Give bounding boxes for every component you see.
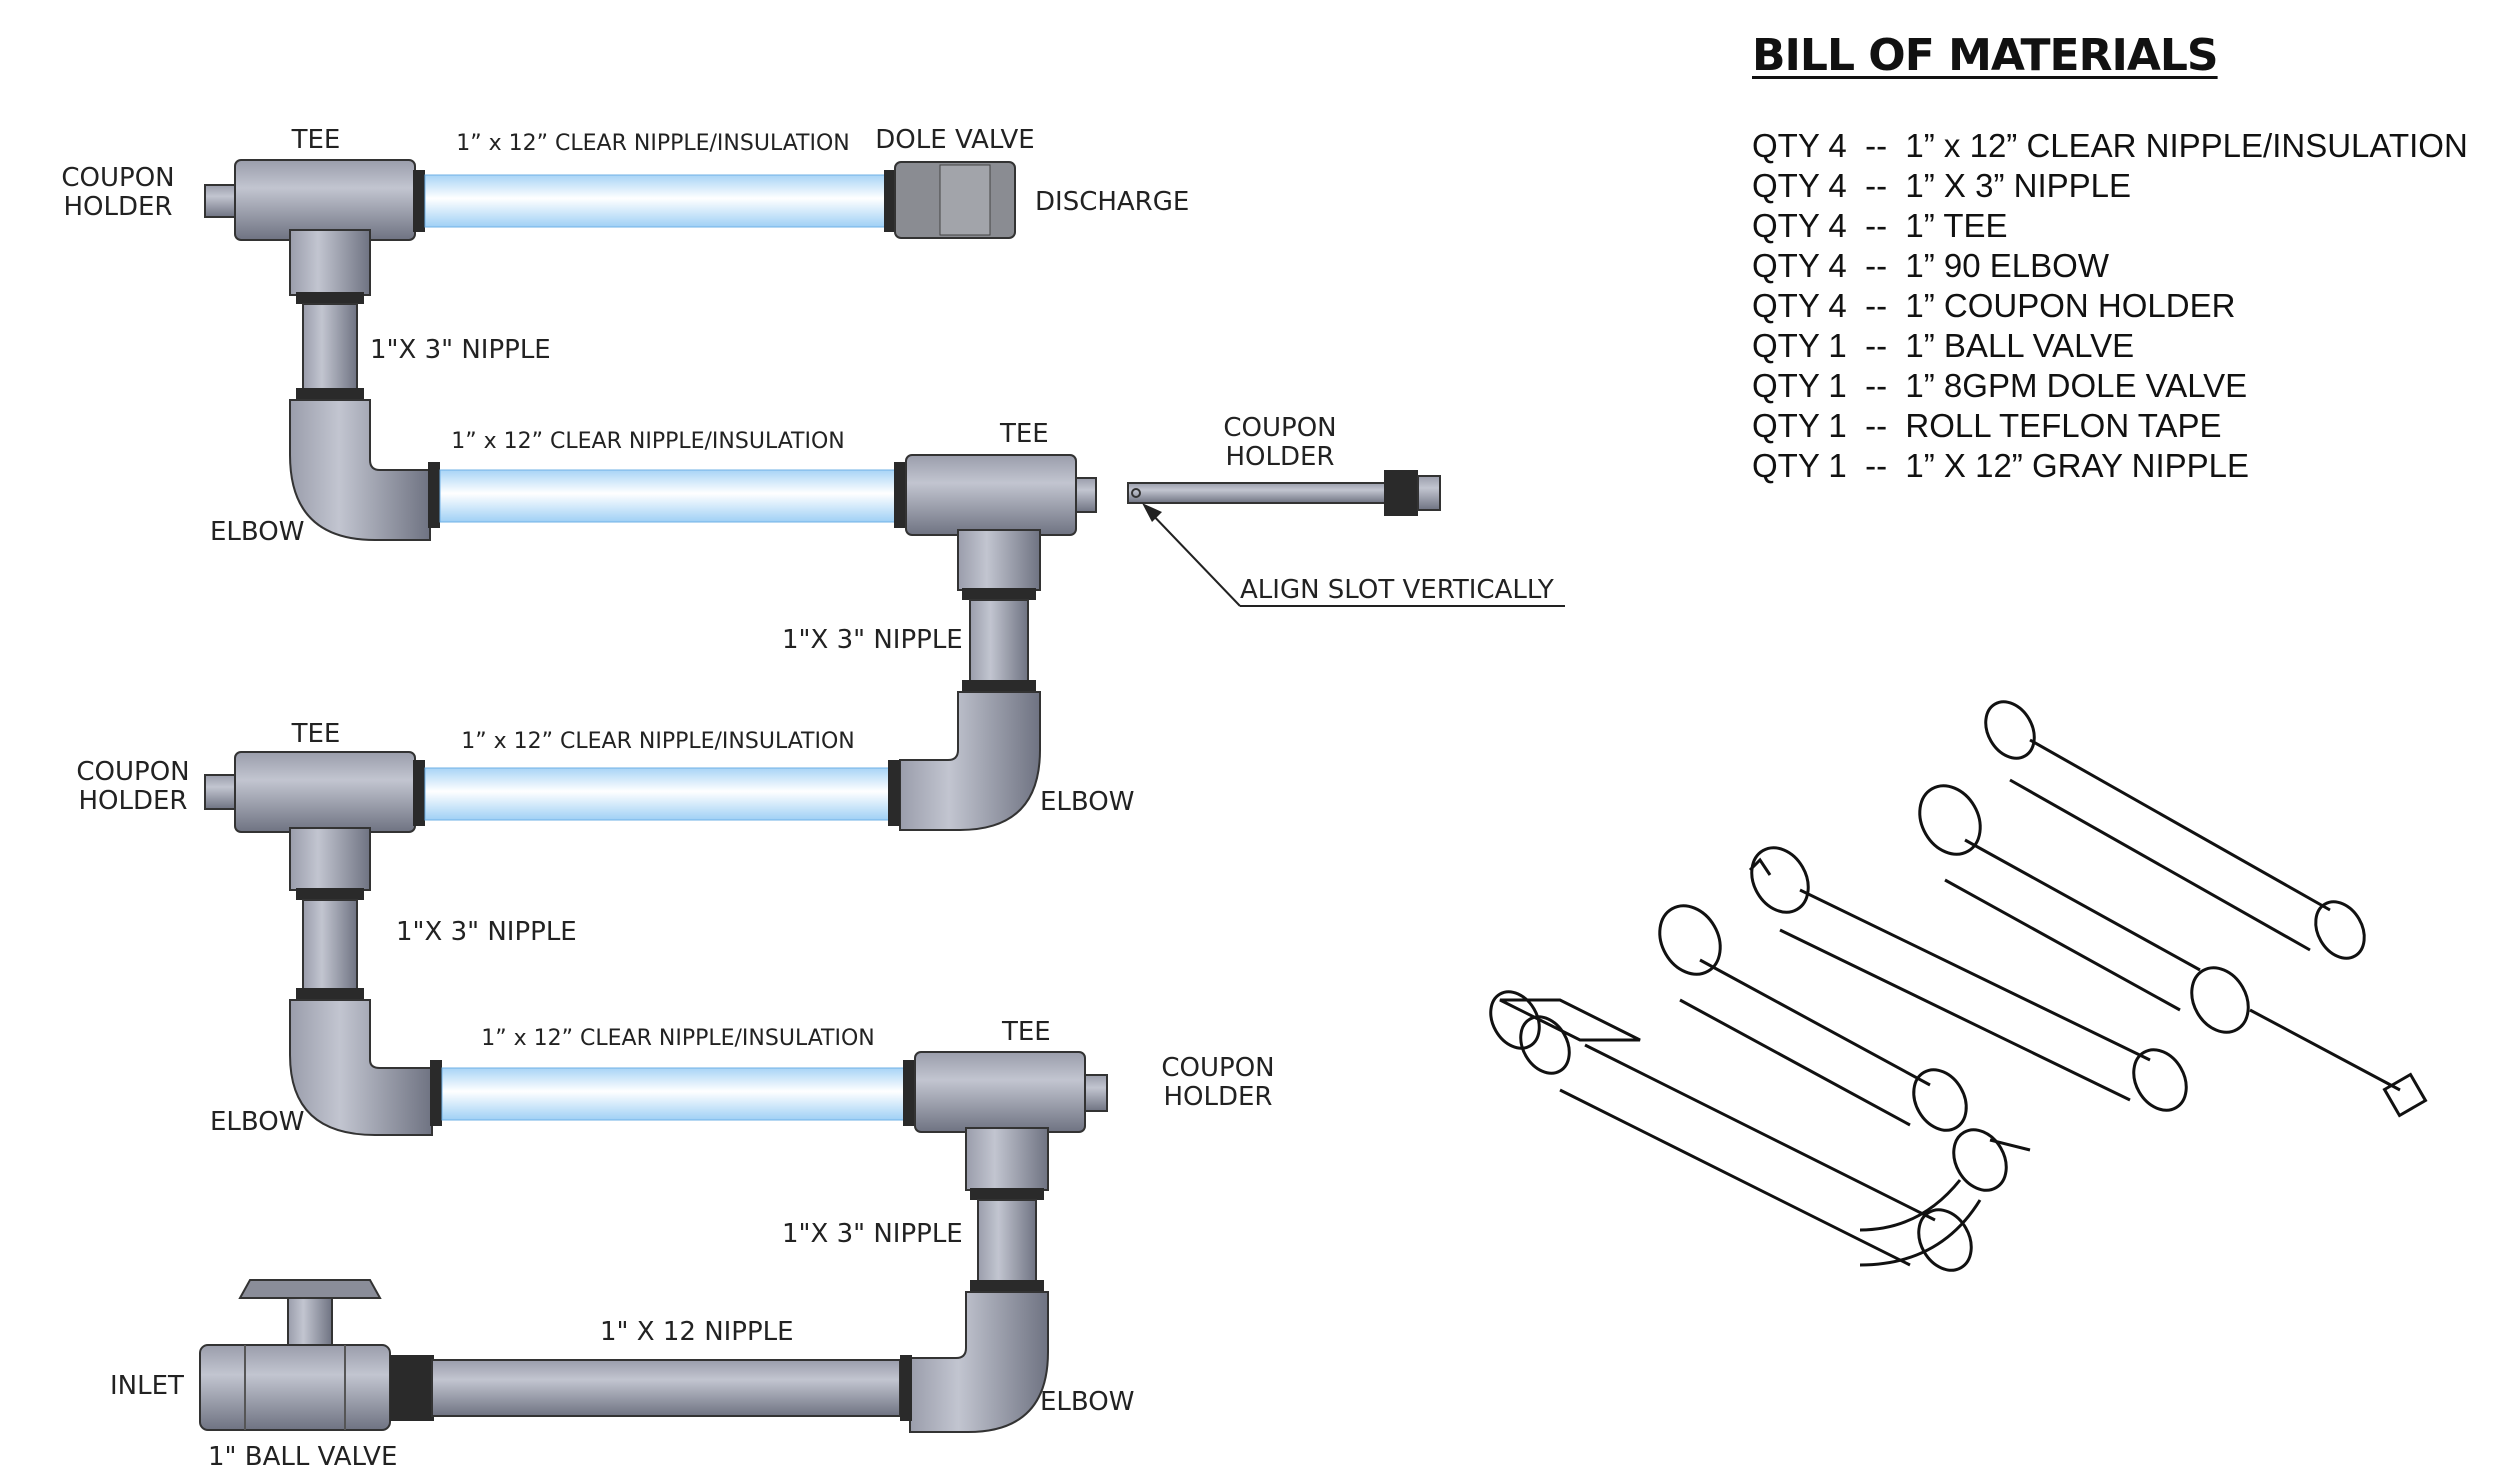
row-3-assembly bbox=[204, 751, 900, 1136]
label-clear-nipple: 1” x 12” CLEAR NIPPLE/INSULATION bbox=[481, 1026, 875, 1051]
elbow-fitting bbox=[899, 691, 1041, 831]
bom-item: QTY 4 -- 1” x 12” CLEAR NIPPLE/INSULATIO… bbox=[1752, 127, 2468, 164]
label-short-nipple: 1"X 3" NIPPLE bbox=[370, 335, 551, 365]
row-2-assembly bbox=[428, 454, 1097, 831]
coupon-holder-stub bbox=[204, 184, 236, 218]
bom-title: BILL OF MATERIALS bbox=[1752, 30, 2219, 81]
gray-nipple bbox=[431, 1359, 901, 1417]
tee-fitting bbox=[234, 159, 416, 241]
label-coupon-holder-line2: HOLDER bbox=[1163, 1082, 1272, 1112]
coupon-holder-stub bbox=[204, 774, 236, 810]
label-ball-valve: 1" BALL VALVE bbox=[208, 1442, 397, 1472]
teflon-tape bbox=[1384, 470, 1418, 516]
short-nipple bbox=[977, 1199, 1037, 1283]
label-gray-nipple: 1" X 12 NIPPLE bbox=[600, 1317, 794, 1347]
label-coupon-holder-line2: HOLDER bbox=[1225, 442, 1334, 472]
teflon-tape bbox=[962, 588, 1036, 600]
teflon-tape bbox=[413, 170, 425, 232]
teflon-tape bbox=[390, 1355, 434, 1421]
bom-item: QTY 1 -- 1” X 12” GRAY NIPPLE bbox=[1752, 447, 2249, 484]
label-coupon-holder-line1: COUPON bbox=[1161, 1053, 1274, 1083]
label-coupon-holder-line2: HOLDER bbox=[63, 192, 172, 222]
isometric-view bbox=[1489, 700, 2428, 1272]
short-nipple bbox=[969, 599, 1029, 683]
inlet-row-assembly bbox=[199, 1279, 912, 1431]
iso-middle-assembly bbox=[1658, 846, 2188, 1132]
bom-item: QTY 4 -- 1” TEE bbox=[1752, 207, 2008, 244]
tee-branch bbox=[957, 529, 1041, 591]
bom-item: QTY 1 -- 1” BALL VALVE bbox=[1752, 327, 2135, 364]
teflon-tape bbox=[296, 292, 364, 304]
bom-item: QTY 1 -- ROLL TEFLON TAPE bbox=[1752, 407, 2222, 444]
tee-fitting bbox=[914, 1051, 1086, 1133]
teflon-tape bbox=[413, 760, 425, 826]
label-clear-nipple: 1” x 12” CLEAR NIPPLE/INSULATION bbox=[456, 131, 850, 156]
tee-fitting bbox=[905, 454, 1077, 536]
label-coupon-holder-line1: COUPON bbox=[61, 163, 174, 193]
clear-nipple bbox=[424, 174, 886, 228]
elbow-fitting bbox=[289, 399, 431, 541]
tee-branch bbox=[965, 1127, 1049, 1191]
bom-item: QTY 1 -- 1” 8GPM DOLE VALVE bbox=[1752, 367, 2248, 404]
teflon-tape bbox=[430, 1060, 442, 1126]
label-short-nipple: 1"X 3" NIPPLE bbox=[782, 625, 963, 655]
bom-item: QTY 4 -- 1” X 3” NIPPLE bbox=[1752, 167, 2132, 204]
teflon-tape bbox=[296, 888, 364, 900]
coupon-holder-stub bbox=[1084, 1074, 1108, 1112]
elbow-fitting bbox=[289, 999, 433, 1136]
diagram-labels: TEE COUPON HOLDER 1” x 12” CLEAR NIPPLE/… bbox=[61, 125, 1553, 1472]
label-elbow: ELBOW bbox=[1040, 1387, 1134, 1417]
clear-nipple bbox=[439, 469, 896, 523]
label-short-nipple: 1"X 3" NIPPLE bbox=[782, 1219, 963, 1249]
teflon-tape bbox=[962, 680, 1036, 692]
bom-item: QTY 4 -- 1” 90 ELBOW bbox=[1752, 247, 2109, 284]
label-coupon-holder-line2: HOLDER bbox=[78, 786, 187, 816]
teflon-tape bbox=[888, 760, 900, 826]
clear-nipple bbox=[424, 767, 891, 821]
teflon-tape bbox=[296, 988, 364, 1000]
row-1-assembly bbox=[204, 159, 1016, 541]
label-inlet: INLET bbox=[110, 1371, 184, 1401]
elbow-fitting bbox=[909, 1291, 1049, 1433]
ball-valve bbox=[199, 1344, 391, 1431]
label-discharge: DISCHARGE bbox=[1035, 187, 1189, 217]
label-tee: TEE bbox=[999, 419, 1049, 449]
row-4-assembly bbox=[430, 1051, 1108, 1433]
label-align-slot: ALIGN SLOT VERTICALLY bbox=[1240, 575, 1554, 605]
teflon-tape bbox=[894, 462, 906, 528]
label-tee: TEE bbox=[291, 719, 341, 749]
label-clear-nipple: 1” x 12” CLEAR NIPPLE/INSULATION bbox=[461, 729, 855, 754]
label-dole-valve: DOLE VALVE bbox=[875, 125, 1034, 155]
teflon-tape bbox=[296, 388, 364, 400]
label-elbow: ELBOW bbox=[210, 1107, 304, 1137]
short-nipple bbox=[302, 899, 358, 991]
tee-branch bbox=[289, 827, 371, 891]
teflon-tape bbox=[970, 1188, 1044, 1200]
ball-valve-handle bbox=[238, 1279, 382, 1299]
teflon-tape bbox=[884, 170, 896, 232]
teflon-tape bbox=[428, 462, 440, 528]
bom-list: QTY 4 -- 1” x 12” CLEAR NIPPLE/INSULATIO… bbox=[1752, 126, 2468, 486]
label-short-nipple: 1"X 3" NIPPLE bbox=[396, 917, 577, 947]
tee-branch bbox=[289, 229, 371, 296]
iso-front-assembly bbox=[1489, 990, 2031, 1272]
short-nipple bbox=[302, 303, 358, 393]
label-coupon-holder-line1: COUPON bbox=[1223, 413, 1336, 443]
clear-nipple bbox=[441, 1067, 905, 1121]
label-tee: TEE bbox=[291, 125, 341, 155]
label-elbow: ELBOW bbox=[1040, 787, 1134, 817]
teflon-tape bbox=[970, 1280, 1044, 1292]
teflon-tape bbox=[900, 1355, 912, 1421]
bom-item: QTY 4 -- 1” COUPON HOLDER bbox=[1752, 287, 2236, 324]
standalone-coupon-holder bbox=[1127, 470, 1565, 607]
label-clear-nipple: 1” x 12” CLEAR NIPPLE/INSULATION bbox=[451, 429, 845, 454]
label-coupon-holder-line1: COUPON bbox=[76, 757, 189, 787]
tee-fitting bbox=[234, 751, 416, 833]
label-elbow: ELBOW bbox=[210, 517, 304, 547]
teflon-tape bbox=[903, 1060, 915, 1126]
coupon-holder-stub bbox=[1075, 477, 1097, 513]
label-tee: TEE bbox=[1001, 1017, 1051, 1047]
iso-back-assembly bbox=[1918, 700, 2428, 1118]
